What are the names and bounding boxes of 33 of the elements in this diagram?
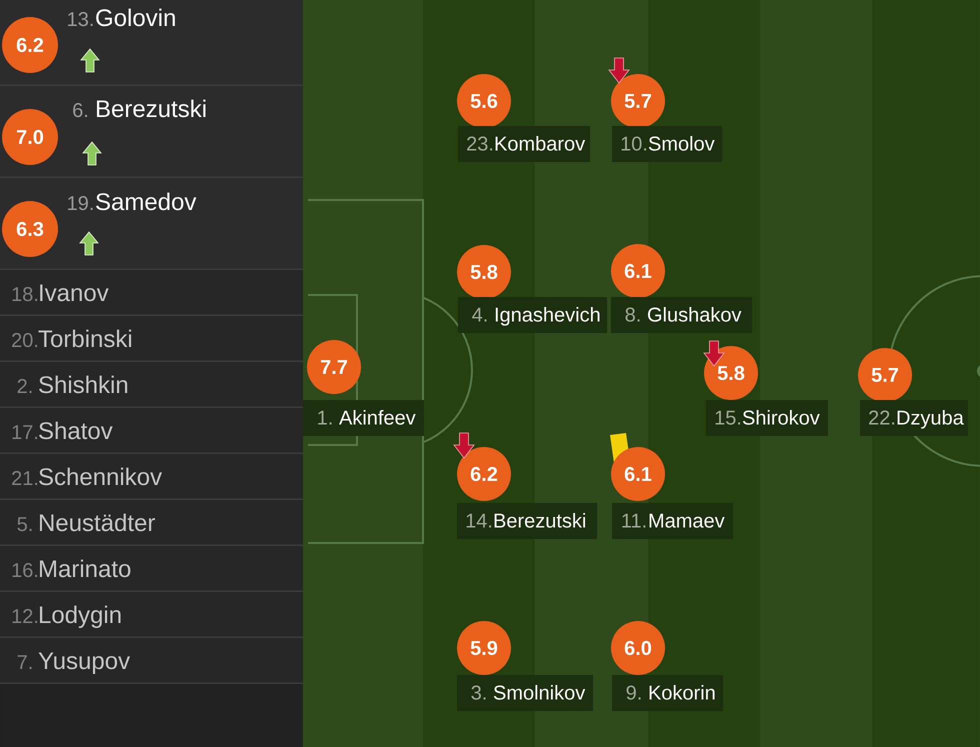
rating-badge: 5.8 [704, 346, 758, 400]
player-row: 17.Shatov [0, 408, 303, 452]
rating-badge: 5.9 [457, 621, 511, 675]
rating-badge: 5.7 [858, 348, 912, 402]
name-label: 11. Mamaev [612, 503, 733, 539]
rating-badge: 5.7 [611, 74, 665, 128]
player-row: 16.Marinato [0, 546, 303, 590]
name-label: 14. Berezutski [457, 503, 597, 539]
player-row: 18.Ivanov [0, 270, 303, 314]
rating-badge: 6.3 [2, 201, 58, 257]
name-label: 4. Ignashevich [458, 297, 607, 333]
name-label: 3. Smolnikov [457, 675, 593, 711]
name-label: 1. Akinfeev [303, 400, 424, 436]
rating-badge: 7.7 [307, 340, 361, 394]
name-label: 22. Dzyuba [860, 400, 968, 436]
player-row: 5. Neustädter [0, 500, 303, 544]
player-row: 2. Shishkin [0, 362, 303, 406]
rating-badge: 6.1 [611, 244, 665, 298]
name-label: 15.Shirokov [706, 400, 828, 436]
name-label: 9. Kokorin [612, 675, 723, 711]
player-row: 21.Schennikov [0, 454, 303, 498]
name-label: 8. Glushakov [611, 297, 752, 333]
rating-badge: 6.2 [457, 447, 511, 501]
rating-badge: 6.1 [611, 447, 665, 501]
rating-badge: 5.8 [457, 245, 511, 299]
name-label: 10.Smolov [612, 126, 722, 162]
rating-badge: 5.6 [457, 74, 511, 128]
rating-badge: 7.0 [2, 109, 58, 165]
name-label: 23. Kombarov [458, 126, 590, 162]
rating-badge: 6.2 [2, 17, 58, 73]
player-row: 7. Yusupov [0, 638, 303, 682]
rating-badge: 6.0 [611, 621, 665, 675]
player-row: 20.Torbinski [0, 316, 303, 360]
